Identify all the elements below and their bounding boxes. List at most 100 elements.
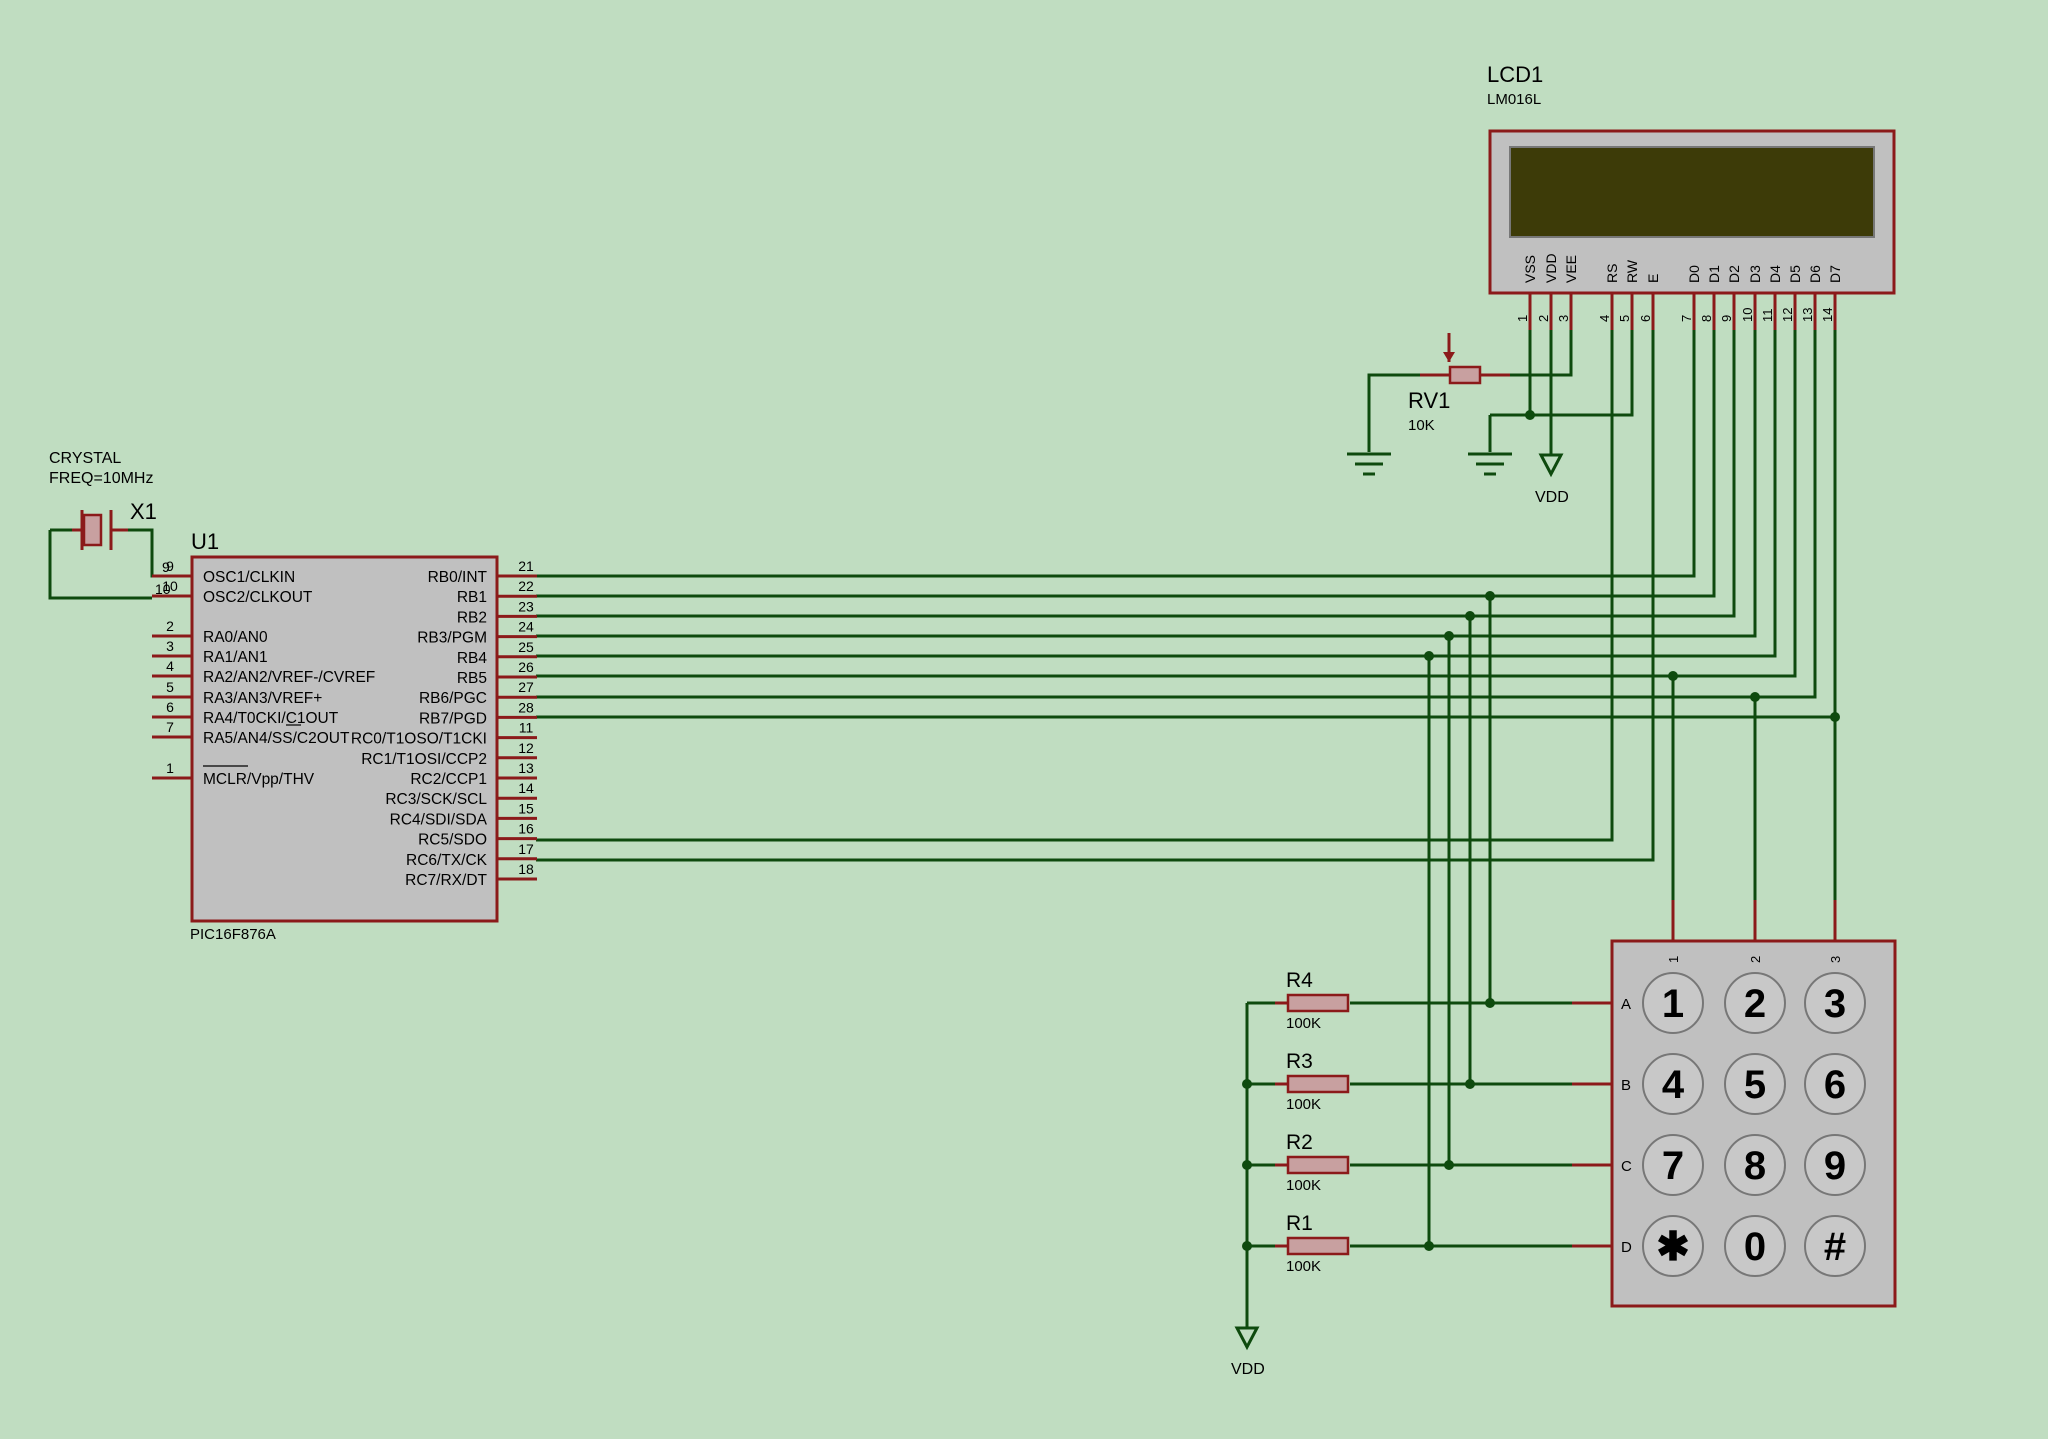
keypad-key[interactable]: 1 xyxy=(1642,972,1704,1034)
mcu-pin-number: 9 xyxy=(166,558,174,574)
keypad-key[interactable]: 3 xyxy=(1804,972,1866,1034)
lcd-pin-name: D0 xyxy=(1686,265,1702,283)
lcd-part: LM016L xyxy=(1487,91,1541,108)
mcu-ref: U1 xyxy=(191,529,219,554)
crystal-type-label: CRYSTAL xyxy=(49,450,121,467)
mcu-pin-name: RA4/T0CKI/C1OUT xyxy=(203,710,339,727)
crystal-pin-b: 10 xyxy=(155,581,171,597)
pot-value: 10K xyxy=(1408,417,1435,434)
lcd-pins: VSS1VDD2VEE3RS4RW5E6D07D18D29D310D411D51… xyxy=(1515,253,1843,330)
mcu-left-pins: 9OSC1/CLKIN10OSC2/CLKOUT2RA0/AN03RA1/AN1… xyxy=(152,558,375,788)
lcd-pin-name: D5 xyxy=(1787,265,1803,283)
keypad-key-label: ✱ xyxy=(1656,1225,1690,1269)
lcd-pin-name: D2 xyxy=(1726,265,1742,283)
lcd-ref: LCD1 xyxy=(1487,62,1543,87)
mcu-pin-number: 28 xyxy=(518,699,534,715)
mcu-u1[interactable]: U1 PIC16F876A 9OSC1/CLKIN10OSC2/CLKOUT2R… xyxy=(152,529,537,943)
lcd-pin-number: 4 xyxy=(1597,315,1612,322)
mcu-pin-name: RB5 xyxy=(457,670,487,687)
mcu-pin-name: RC4/SDI/SDA xyxy=(390,811,488,828)
keypad-key[interactable]: 8 xyxy=(1724,1134,1786,1196)
keypad-key-circle xyxy=(1724,1053,1786,1115)
keypad-row-label: D xyxy=(1621,1239,1632,1256)
lcd-pin-number: 12 xyxy=(1780,308,1795,322)
keypad-key[interactable]: 2 xyxy=(1724,972,1786,1034)
mcu-pin-name: RB1 xyxy=(457,589,487,606)
mcu-pin-number: 5 xyxy=(166,679,174,695)
ground-icon xyxy=(1468,452,1512,476)
mcu-pin-name: RC7/RX/DT xyxy=(405,872,487,889)
keypad-key[interactable]: # xyxy=(1804,1215,1866,1277)
lcd-pin-number: 8 xyxy=(1699,315,1714,322)
mcu-pin-name: RB0/INT xyxy=(428,569,488,586)
resistor-body xyxy=(1286,993,1350,1013)
mcu-pin-name: MCLR/Vpp/THV xyxy=(203,771,315,788)
junctions xyxy=(1242,410,1840,1251)
mcu-pin-name: RC6/TX/CK xyxy=(406,852,488,869)
lcd-pin-name: VSS xyxy=(1522,255,1538,283)
keypad-key-circle xyxy=(1642,1134,1704,1196)
keypad-key-circle xyxy=(1724,1215,1786,1277)
mcu-part: PIC16F876A xyxy=(190,926,276,943)
resistor-ref: R3 xyxy=(1286,1050,1313,1073)
keypad-key[interactable]: 6 xyxy=(1804,1053,1866,1115)
mcu-pin-number: 13 xyxy=(518,760,534,776)
lcd-pin-name: D3 xyxy=(1747,265,1763,283)
lcd-pin-name: VEE xyxy=(1563,255,1579,283)
keypad-row-label: C xyxy=(1621,1158,1632,1175)
keypad-key-label: 3 xyxy=(1824,982,1846,1026)
mcu-pin-number: 22 xyxy=(518,578,534,594)
keypad-key-label: 6 xyxy=(1824,1063,1846,1107)
mcu-pin-number: 15 xyxy=(518,800,534,816)
keypad-key-label: # xyxy=(1824,1225,1846,1269)
mcu-pin-number: 27 xyxy=(518,679,534,695)
mcu-pin-name: RB4 xyxy=(457,650,488,667)
keypad-key-circle xyxy=(1724,1134,1786,1196)
keypad-key-circle xyxy=(1642,1053,1704,1115)
keypad-key[interactable]: 4 xyxy=(1642,1053,1704,1115)
keypad-key-label: 9 xyxy=(1824,1144,1846,1188)
lcd-lcd1[interactable]: LCD1 LM016L VSS1VDD2VEE3RS4RW5E6D07D18D2… xyxy=(1487,62,1896,330)
lcd-pin-name: D6 xyxy=(1807,265,1823,283)
lcd-pin-number: 5 xyxy=(1617,315,1632,322)
keypad-key-label: 1 xyxy=(1662,982,1684,1026)
mcu-right-pins: 21RB0/INT22RB123RB224RB3/PGM25RB426RB527… xyxy=(351,558,537,889)
keypad-col-label: 3 xyxy=(1828,956,1843,963)
keypad-key-label: 5 xyxy=(1744,1063,1766,1107)
keypad-key[interactable]: 9 xyxy=(1804,1134,1866,1196)
mcu-pin-name: RC5/SDO xyxy=(418,832,487,849)
mcu-pin-number: 7 xyxy=(166,719,174,735)
pot-ref: RV1 xyxy=(1408,388,1450,413)
mcu-pin-number: 25 xyxy=(518,639,534,655)
keypad-key[interactable]: 7 xyxy=(1642,1134,1704,1196)
mcu-body xyxy=(190,555,499,923)
vdd-label: VDD xyxy=(1231,1361,1265,1378)
keypad-key[interactable]: ✱ xyxy=(1642,1215,1704,1277)
potentiometer-rv1[interactable]: RV1 10K xyxy=(1408,333,1510,434)
lcd-pin-name: RS xyxy=(1604,264,1620,283)
lcd-pin-number: 7 xyxy=(1679,315,1694,322)
lcd-pin-name: D1 xyxy=(1706,265,1722,283)
keypad-key-label: 7 xyxy=(1662,1144,1684,1188)
keypad-key-label: 8 xyxy=(1744,1144,1766,1188)
keypad-key[interactable]: 0 xyxy=(1724,1215,1786,1277)
resistor-ref: R4 xyxy=(1286,969,1313,992)
keypad-key[interactable]: 5 xyxy=(1724,1053,1786,1115)
crystal-x1[interactable]: CRYSTAL FREQ=10MHz X1 9 10 xyxy=(49,450,171,597)
resistor-body xyxy=(1286,1236,1350,1256)
mcu-pin-name: RB7/PGD xyxy=(419,710,487,727)
resistor-value: 100K xyxy=(1286,1177,1321,1194)
mcu-pin-number: 4 xyxy=(166,658,174,674)
mcu-pin-name: OSC2/CLKOUT xyxy=(203,589,313,606)
ground-icon xyxy=(1347,452,1391,476)
mcu-pin-name: RA2/AN2/VREF-/CVREF xyxy=(203,669,375,686)
mcu-pin-number: 14 xyxy=(518,780,534,796)
